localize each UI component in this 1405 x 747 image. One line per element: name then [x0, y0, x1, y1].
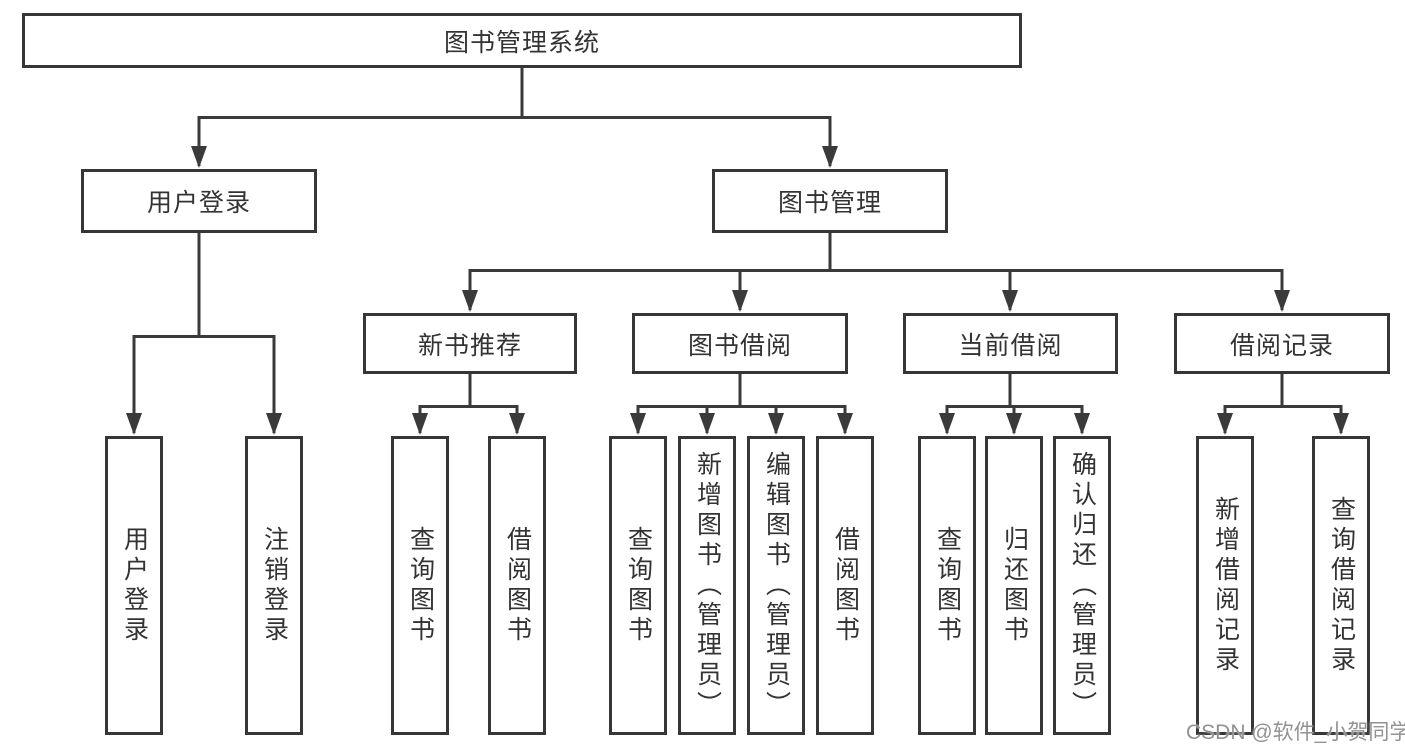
leaf-query-books-borrow: 查询图书 [609, 436, 667, 735]
leaf-logout: 注销登录 [245, 436, 303, 735]
connector-recommend-split [412, 373, 525, 435]
connector-root-split [191, 67, 838, 168]
leaf-add-book-admin: 新增图书（管理员） [678, 436, 736, 735]
node-user-login: 用户登录 [81, 169, 317, 233]
leaf-query-borrow-record: 查询借阅记录 [1312, 436, 1370, 735]
leaf-confirm-return-admin: 确认归还（管理员） [1053, 436, 1111, 735]
leaf-return-book-label: 归还图书 [1000, 525, 1029, 646]
node-book-management: 图书管理 [712, 169, 948, 233]
leaf-query-books-borrow-label: 查询图书 [624, 525, 653, 646]
leaf-query-books-recommend: 查询图书 [391, 436, 449, 735]
leaf-user-login: 用户登录 [105, 436, 163, 735]
leaf-query-books-current-label: 查询图书 [933, 525, 962, 646]
node-book-borrow-label: 图书借阅 [687, 331, 792, 360]
node-root: 图书管理系统 [22, 13, 1022, 68]
leaf-confirm-return-admin-label: 确认归还（管理员） [1068, 450, 1097, 721]
leaf-borrow-books-recommend: 借阅图书 [488, 436, 546, 735]
leaf-borrow-books-recommend-label: 借阅图书 [503, 525, 532, 646]
connector-user-login-split [126, 232, 282, 435]
connector-book-mgmt-split [462, 232, 1290, 312]
leaf-borrow-books: 借阅图书 [816, 436, 874, 735]
node-current-borrow-label: 当前借阅 [958, 331, 1063, 360]
leaf-logout-label: 注销登录 [260, 525, 289, 646]
leaf-return-book: 归还图书 [985, 436, 1043, 735]
leaf-query-borrow-record-label: 查询借阅记录 [1327, 495, 1356, 676]
connector-current-split [939, 373, 1090, 435]
node-borrow-records: 借阅记录 [1174, 313, 1390, 374]
leaf-edit-book-admin: 编辑图书（管理员） [747, 436, 805, 735]
node-borrow-records-label: 借阅记录 [1229, 331, 1334, 360]
leaf-query-books-recommend-label: 查询图书 [406, 525, 435, 646]
node-new-book-recommend: 新书推荐 [363, 313, 577, 374]
leaf-add-borrow-record: 新增借阅记录 [1196, 436, 1254, 735]
connector-records-split [1217, 373, 1349, 435]
node-book-management-label: 图书管理 [777, 189, 882, 217]
leaf-user-login-label: 用户登录 [120, 525, 149, 646]
leaf-borrow-books-label: 借阅图书 [831, 525, 860, 646]
node-root-label: 图书管理系统 [443, 28, 600, 57]
leaf-edit-book-admin-label: 编辑图书（管理员） [762, 450, 791, 721]
node-current-borrow: 当前借阅 [903, 313, 1118, 374]
node-book-borrow: 图书借阅 [632, 313, 848, 374]
node-user-login-label: 用户登录 [146, 189, 251, 217]
csdn-watermark: CSDN @软件_小贺同学 [1186, 721, 1405, 744]
leaf-add-borrow-record-label: 新增借阅记录 [1211, 495, 1240, 676]
leaf-add-book-admin-label: 新增图书（管理员） [693, 450, 722, 721]
connector-borrow-split [630, 373, 853, 435]
leaf-query-books-current: 查询图书 [918, 436, 976, 735]
node-new-book-recommend-label: 新书推荐 [417, 331, 522, 360]
